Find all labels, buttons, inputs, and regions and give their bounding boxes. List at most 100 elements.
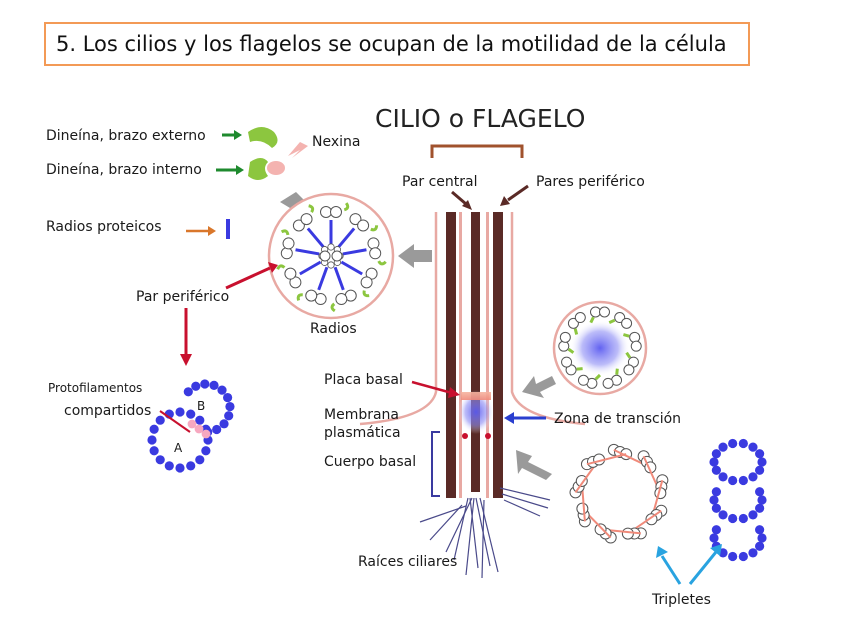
tz-link [608, 318, 616, 325]
basal-body-cross-section [569, 443, 669, 544]
cilium-longitudinal [359, 212, 586, 498]
triplet-protofilament [757, 457, 767, 467]
nexin-shape [267, 161, 285, 175]
arrow-gray-to-transition [522, 376, 556, 398]
triplet-tubule [621, 527, 634, 540]
arrow-peripheral-pair-down [180, 308, 192, 366]
protofilament [155, 415, 165, 425]
central-sheath [327, 261, 335, 269]
tz-link [573, 328, 579, 335]
label-protofilaments-2: compartidos [64, 403, 151, 419]
axoneme-cross-section [267, 192, 395, 320]
dynein-arm [343, 202, 350, 212]
triplet-microtubule [709, 438, 767, 562]
triplet-protofilament [755, 541, 765, 551]
tz-tubule [602, 377, 614, 389]
protofilament [200, 379, 210, 389]
protofilament [224, 411, 234, 421]
label-basal-body: Cuerpo basal [324, 454, 416, 470]
protofilament [212, 424, 222, 435]
dynein-outer-arm-shape [248, 127, 278, 148]
arrow-transition-zone [504, 412, 546, 424]
doublet-tubule [335, 293, 348, 306]
label-triplets: Tripletes [651, 592, 711, 608]
label-transition-zone: Zona de transción [554, 411, 681, 427]
protofilament [175, 463, 185, 473]
arrow-gray-to-basal [516, 450, 552, 480]
triplet-protofilament [757, 495, 767, 505]
label-spokes: Radios [310, 321, 357, 337]
arrow-gray-to-axoneme [398, 244, 432, 268]
doublet-microtubule [147, 379, 235, 473]
label-central-pair: Par central [402, 174, 478, 190]
slide-title: 5. Los cilios y los flagelos se ocupan d… [56, 32, 727, 56]
triplet-protofilament [718, 442, 728, 452]
transition-zone-cross-section [552, 300, 648, 396]
central-sheath [327, 243, 335, 251]
arrow-nexin [288, 142, 308, 158]
triplet-protofilament [711, 503, 721, 513]
slide-title-box: 5. Los cilios y los flagelos se ocupan d… [44, 22, 750, 66]
doublet-tubule [349, 213, 362, 226]
arrow-basal-plate [411, 380, 460, 398]
triplet-link [586, 453, 627, 466]
triplet-protofilament [738, 475, 748, 486]
heading-bracket [430, 144, 524, 158]
triplet-protofilament [711, 465, 721, 475]
radial-spoke [299, 260, 322, 276]
arrow-peripheral-pair-to-axoneme [225, 262, 278, 290]
triplet-protofilament [709, 495, 719, 505]
doublet-tubule [360, 276, 373, 289]
triplet-protofilament [728, 551, 738, 562]
dynein-arm [296, 293, 303, 301]
tz-tubule [559, 331, 571, 343]
arrow-dynein-outer [222, 130, 242, 140]
tz-tubule [599, 306, 610, 318]
dynein-arm [276, 264, 286, 270]
arrow-gray-inset [280, 192, 304, 214]
doublet-tubule [320, 206, 332, 218]
protofilament [155, 455, 165, 465]
protofilament [217, 385, 227, 395]
protofilament [175, 407, 185, 417]
dynein-arm [330, 302, 336, 313]
radial-spoke [340, 260, 363, 276]
radial-spoke [306, 227, 325, 248]
triplet-protofilament [738, 438, 748, 449]
triplet-protofilament [718, 510, 728, 520]
triplet-protofilament [711, 487, 721, 497]
radial-spoke [295, 248, 320, 256]
protofilament [195, 455, 205, 465]
triplet-protofilament [748, 510, 758, 520]
doublet-tubule [357, 219, 370, 232]
tz-link [625, 351, 632, 359]
triplet-protofilament [748, 472, 758, 482]
pointer-protofilaments [159, 410, 191, 433]
triplet-protofilament [738, 513, 748, 524]
label-membrane-2: plasmática [324, 425, 401, 441]
dynein-arm [362, 290, 370, 298]
shared-protofilament [194, 424, 204, 434]
tz-tubule [629, 331, 641, 343]
label-protofilaments-1: Protofilamentos [48, 381, 142, 395]
tz-tubule [558, 340, 570, 352]
diagram-heading: CILIO o FLAGELO [375, 104, 585, 133]
label-tubule-b: B [197, 399, 205, 413]
protofilament [195, 415, 205, 425]
protofilament [219, 419, 229, 429]
doublet-tubule [280, 247, 293, 260]
label-tubule-a: A [174, 441, 183, 455]
tz-tubule [574, 312, 586, 324]
triplet-protofilament [728, 475, 738, 486]
radial-spoke [333, 266, 345, 291]
tz-tubule [623, 364, 635, 376]
label-peripheral-pairs: Pares periférico [536, 174, 645, 190]
protofilament [183, 387, 193, 397]
protofilament [201, 446, 211, 456]
doublet-tubule [282, 237, 295, 250]
triplet-protofilament [711, 525, 721, 535]
triplet-protofilament [755, 487, 765, 497]
tz-tubule [621, 317, 633, 329]
radial-spoke [342, 248, 367, 256]
